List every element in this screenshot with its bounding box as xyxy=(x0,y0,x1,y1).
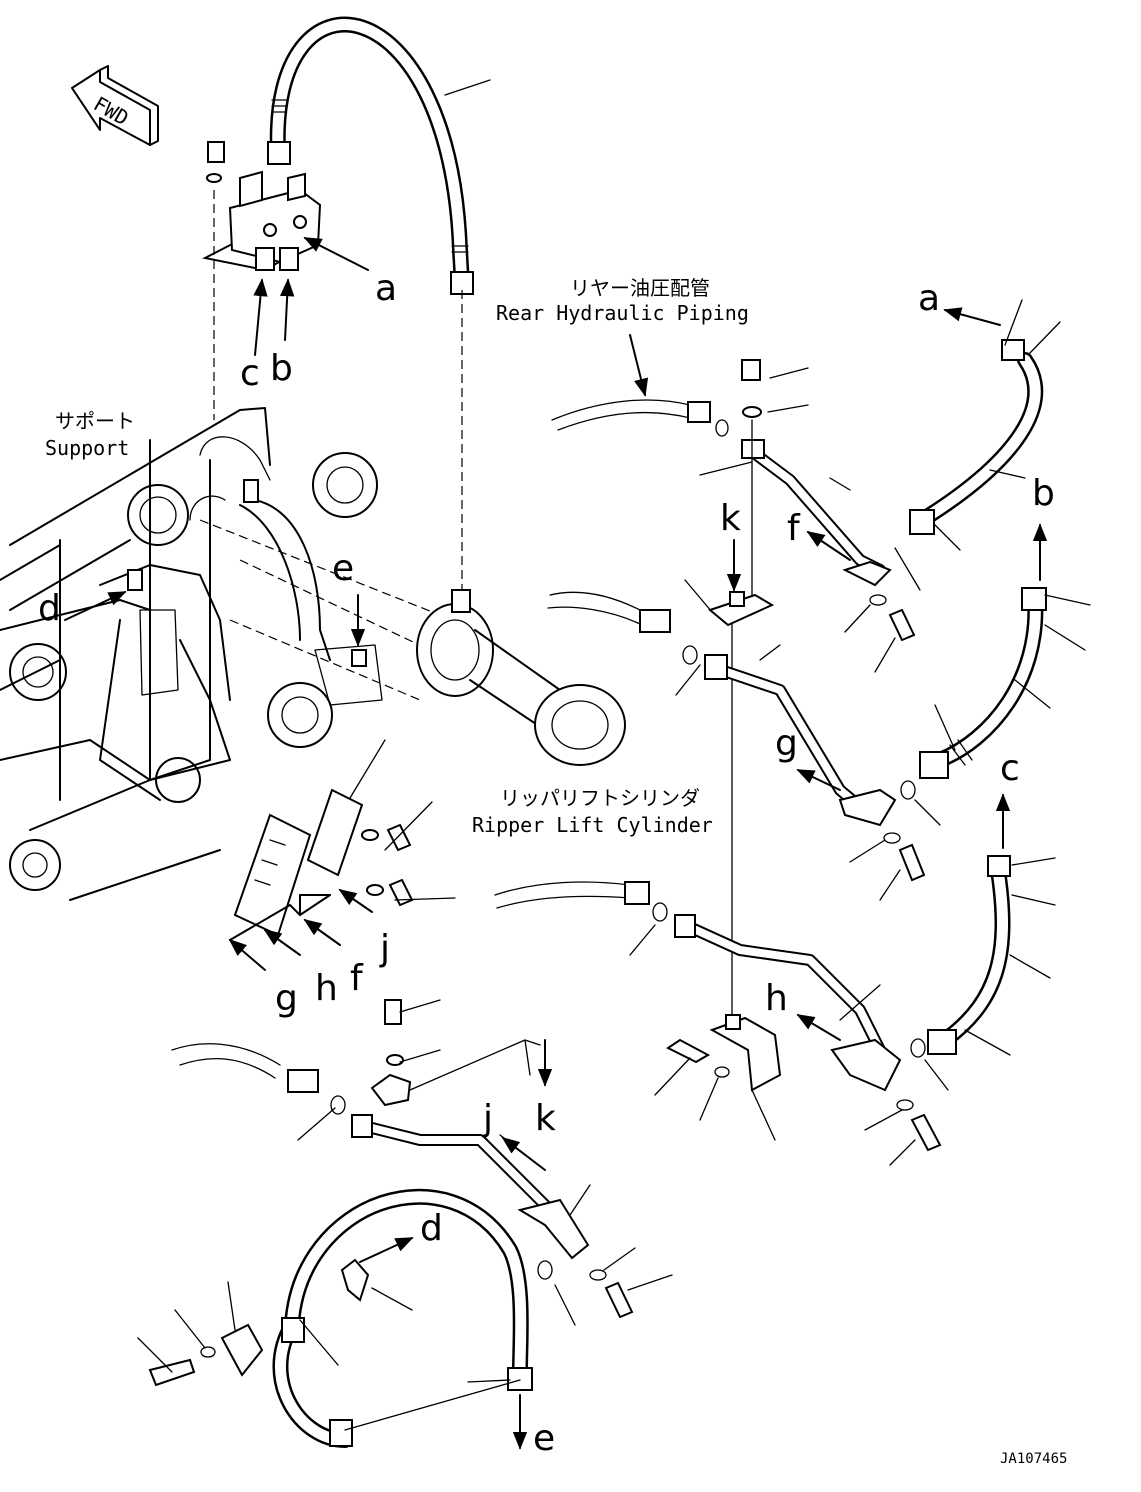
cylinder-en-label: Ripper Lift Cylinder xyxy=(472,813,713,837)
top-arc-hose xyxy=(267,16,491,295)
ref-j-low: j xyxy=(379,928,390,969)
ref-a-right: a xyxy=(918,278,940,319)
mid-left-plates: g h f j xyxy=(228,739,456,1019)
support-jp-label: サポート xyxy=(55,409,135,433)
ref-j-bot: j xyxy=(482,1098,493,1139)
rear-jp-label: リヤー油圧配管 xyxy=(570,276,710,300)
bracket-bottom-mid xyxy=(654,1014,782,1141)
ripper-lift-cylinder: リッパリフトシリンダ Ripper Lift Cylinder xyxy=(199,290,713,837)
ref-d-bot: d xyxy=(420,1208,443,1249)
cylinder-jp-label: リッパリフトシリンダ xyxy=(500,786,700,810)
ref-g-mid: g xyxy=(775,723,798,764)
ref-h-mid: h xyxy=(765,978,788,1019)
ref-c-top: c xyxy=(240,353,260,394)
hose-c: c xyxy=(927,748,1056,1056)
bottom-arc-hose: d e xyxy=(137,1188,555,1459)
hose-b: b xyxy=(919,473,1091,779)
ref-f-low: f xyxy=(350,958,364,999)
ref-k-mid: k xyxy=(720,498,741,539)
ref-f-mid: f xyxy=(787,508,801,549)
fwd-arrow: FWD xyxy=(71,65,159,146)
support-en-label: Support xyxy=(45,436,129,460)
ref-e-mid: e xyxy=(332,548,354,589)
ref-h-low: h xyxy=(315,968,338,1009)
ref-g-low: g xyxy=(275,978,298,1019)
pipe-h: h xyxy=(494,881,949,1166)
ref-k-bot: k xyxy=(535,1098,556,1139)
support-frame: サポート Support d e xyxy=(0,407,383,901)
ref-b-top: b xyxy=(270,348,293,389)
hose-a: a xyxy=(909,278,1061,551)
top-valve-block: a c b xyxy=(201,141,397,420)
ref-a-top: a xyxy=(375,268,397,309)
pipe-j: k j xyxy=(171,999,673,1326)
ref-e-bot: e xyxy=(533,1418,555,1459)
drawing-id: JA107465 xyxy=(1000,1451,1067,1467)
rear-piping-f: リヤー油圧配管 Rear Hydraulic Piping f xyxy=(496,276,921,1021)
ref-d-left: d xyxy=(38,588,61,629)
bracket-k-top: k xyxy=(684,498,775,627)
rear-en-label: Rear Hydraulic Piping xyxy=(496,301,749,325)
ref-c-right: c xyxy=(1000,748,1020,789)
pipe-g: g xyxy=(547,591,941,901)
ref-b-right: b xyxy=(1032,473,1055,514)
